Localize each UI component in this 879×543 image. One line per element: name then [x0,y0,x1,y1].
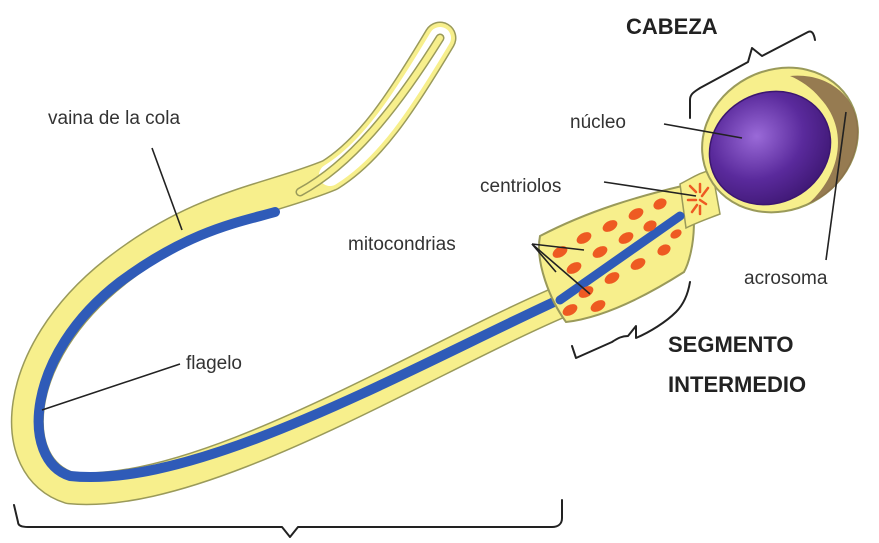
label-centriolos: centriolos [480,176,561,197]
vaina-leader [152,148,182,230]
label-segmento: SEGMENTO [668,332,794,357]
tail [27,38,580,489]
label-vaina: vaina de la cola [48,108,180,129]
flagelo-leader [42,364,180,410]
label-flagelo: flagelo [186,353,242,374]
label-acrosoma: acrosoma [744,268,828,289]
midpiece [539,170,720,322]
label-nucleo: núcleo [570,112,626,133]
tail-brace [14,500,562,537]
label-cabeza: CABEZA [626,14,718,39]
label-intermedio: INTERMEDIO [668,372,806,397]
label-mitocondrias: mitocondrias [348,234,456,255]
